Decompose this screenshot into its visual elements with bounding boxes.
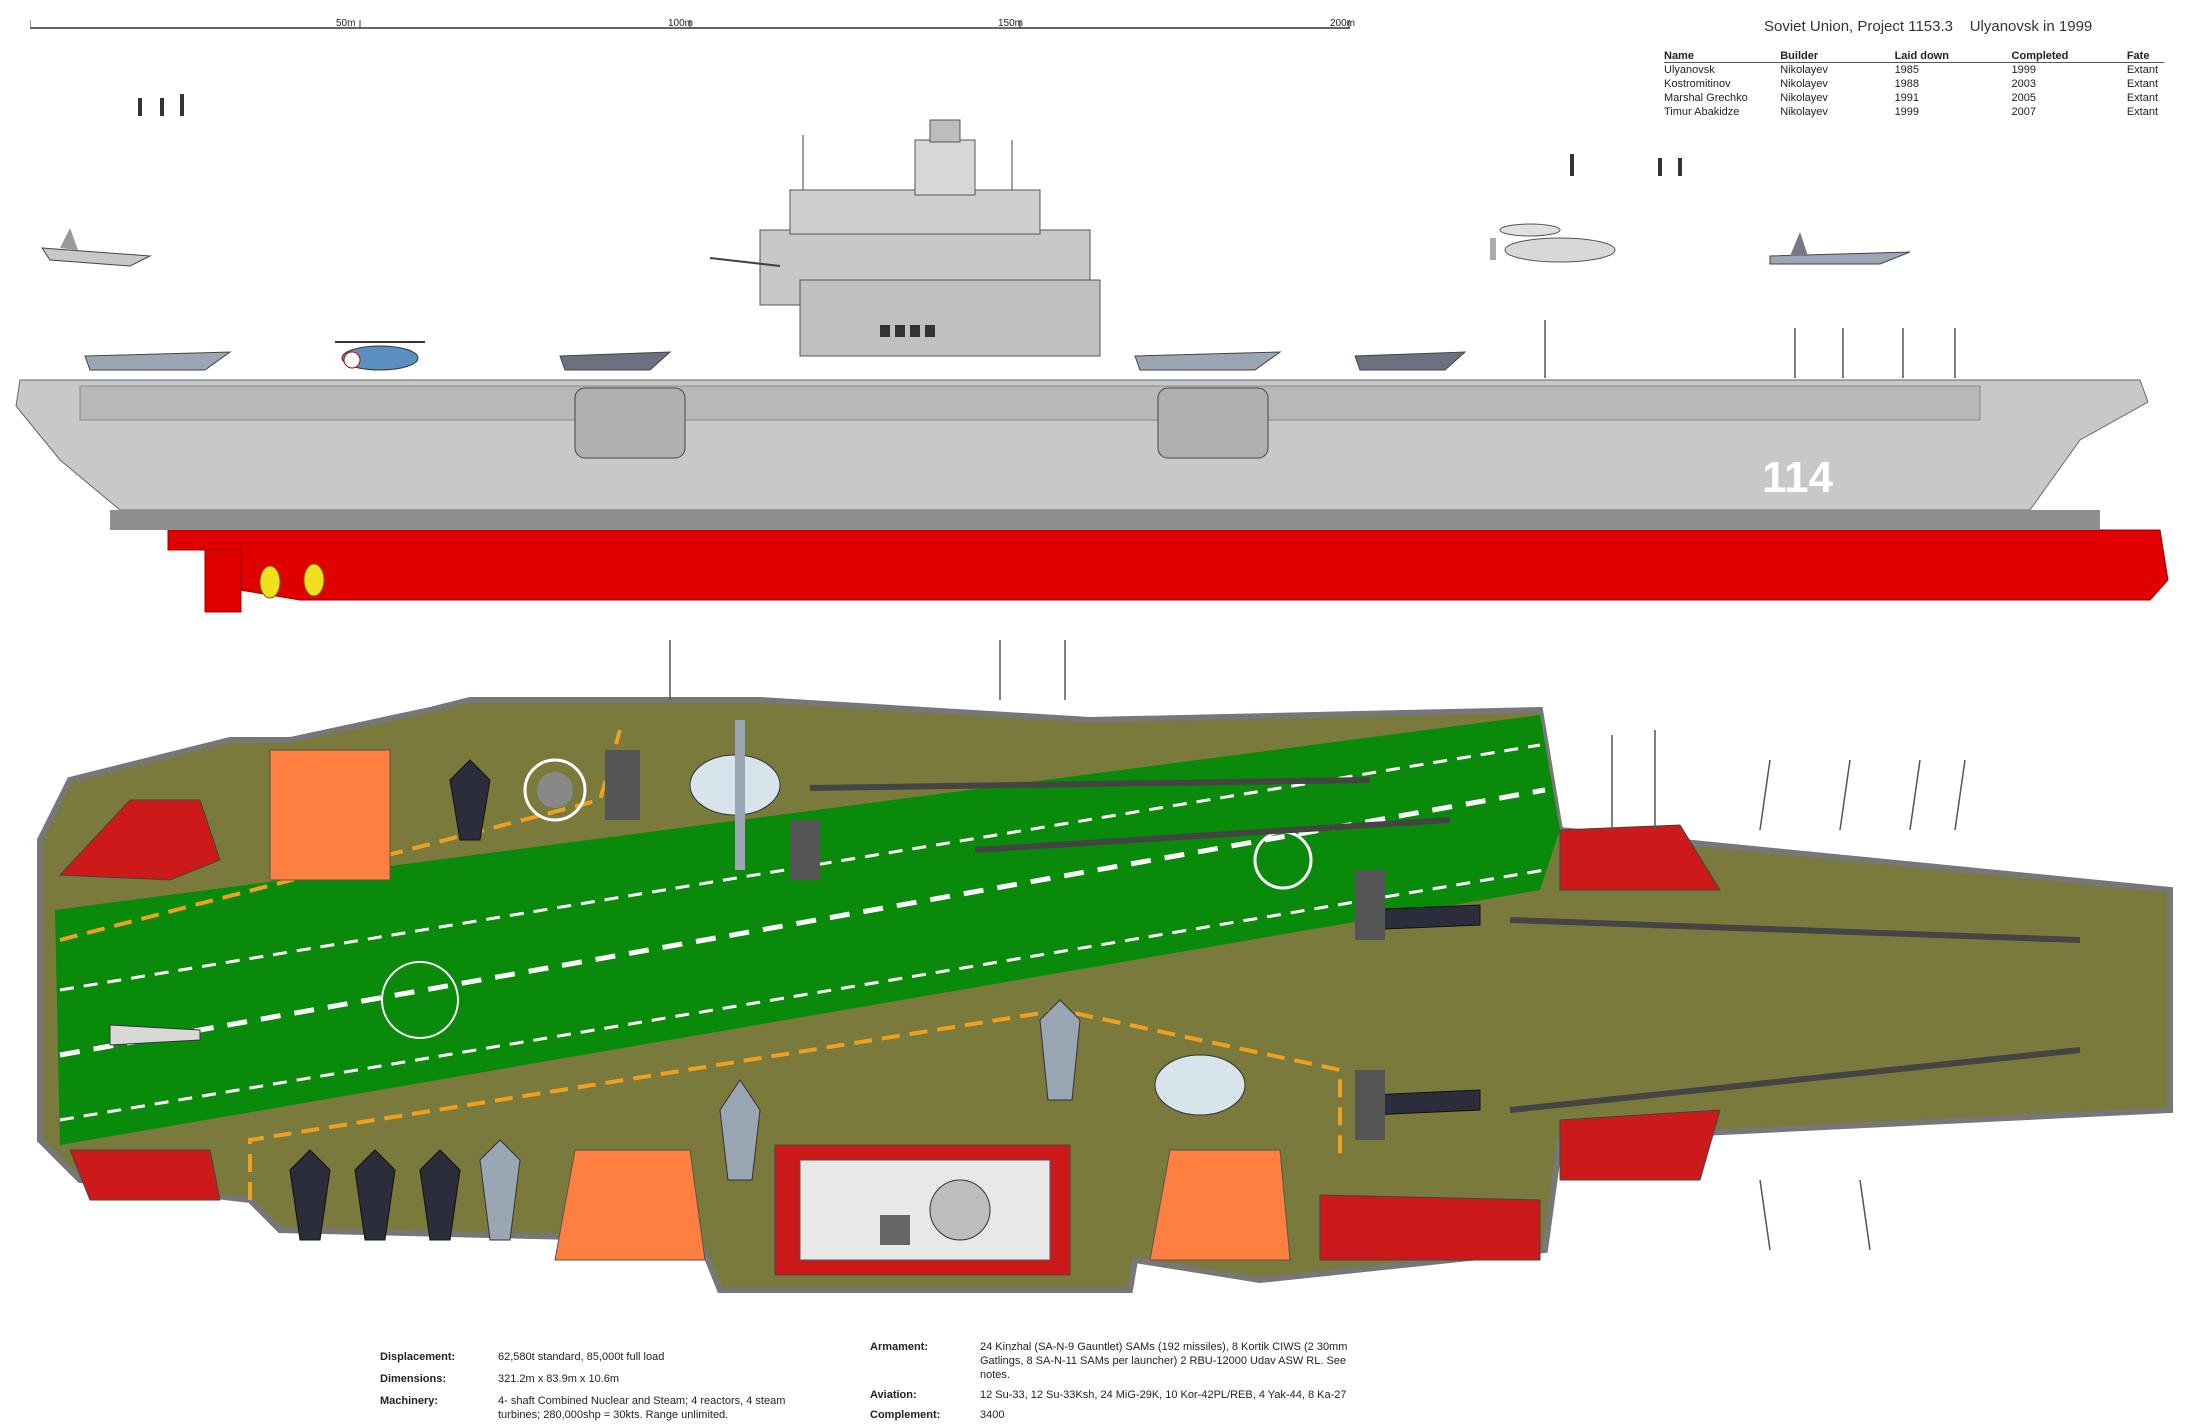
table-cell: 2003	[2011, 78, 2037, 90]
table-cell: Marshal Grechko	[1664, 92, 1748, 104]
deck-elevator	[554, 1149, 706, 1261]
runway-centerline	[59, 787, 1546, 1058]
table-row: Marshal Grechko Nikolayev 1991 2005 Exta…	[1664, 91, 2164, 105]
table-row: Ulyanovsk Nikolayev 1985 1999 Extant	[1664, 63, 2164, 78]
angled-runway	[55, 715, 1560, 1145]
spec-row-displacement: Displacement: 62,580t standard, 85,000t …	[380, 1350, 850, 1364]
table-cell: Ulyanovsk	[1664, 64, 1715, 76]
aircraft-yak44-profile-icon	[1490, 223, 1616, 263]
spec-label: Dimensions:	[380, 1373, 447, 1385]
spec-row-complement: Complement: 3400	[870, 1408, 1350, 1422]
ships-table: Name Builder Laid down Completed Fate Ul…	[1664, 50, 2164, 119]
table-cell: 1985	[1894, 64, 1920, 76]
hangar-band	[79, 385, 1981, 421]
table-cell: Nikolayev	[1780, 78, 1828, 90]
spec-value: 62,580t standard, 85,000t full load	[498, 1351, 665, 1363]
table-cell: Nikolayev	[1780, 64, 1828, 76]
column-header: Fate	[2126, 50, 2164, 63]
hull-underwater-red	[167, 529, 2169, 601]
side-elevator	[574, 387, 686, 459]
aircraft-su33-profile-icon	[1769, 232, 1911, 265]
spec-label: Complement:	[870, 1409, 941, 1421]
table-cell: 1999	[2011, 64, 2037, 76]
hull-number: 114	[1762, 453, 1834, 502]
title-ship: Ulyanovsk in 1999	[1969, 18, 2093, 35]
scale-bar	[29, 0, 1350, 34]
column-header: Completed	[2011, 50, 2127, 63]
hull-boot-topping	[110, 510, 2100, 530]
table-cell: 1999	[1894, 106, 1920, 118]
spec-value: 321.2m x 83.9m x 10.6m	[498, 1373, 620, 1385]
island-top-view	[774, 1144, 1071, 1276]
table-cell: 1991	[1894, 92, 1920, 104]
helipad-marking	[523, 758, 587, 822]
specs-left: Displacement: 62,580t standard, 85,000t …	[380, 1350, 850, 1422]
spec-value: 12 Su-33, 12 Su-33Ksh, 24 MiG-29K, 10 Ko…	[980, 1389, 1347, 1401]
spec-label: Machinery:	[380, 1395, 439, 1407]
table-cell: Nikolayev	[1780, 106, 1828, 118]
aircraft-yak141-profile-icon	[41, 228, 152, 267]
side-profile-drawing: 114	[15, 94, 2169, 613]
scale-label-50m: 50m	[336, 18, 356, 29]
deck-helicopter-ka27-icon	[335, 341, 425, 371]
column-header: Name	[1664, 50, 1781, 63]
table-cell: Timur Abakidze	[1664, 106, 1740, 118]
scale-label-100m: 100m	[668, 18, 694, 29]
blast-deflector	[605, 750, 1385, 1140]
table-cell: Kostromitinov	[1664, 78, 1731, 90]
ships-table-header-row: Name Builder Laid down Completed Fate	[1664, 50, 2164, 63]
scale-label-150m: 150m	[998, 18, 1024, 29]
deck-aircraft-yak44-top-icon	[689, 720, 1246, 1116]
column-header: Laid down	[1894, 50, 2012, 63]
page-title: Soviet Union, Project 1153.3 Ulyanovsk i…	[1764, 18, 2092, 35]
spec-label: Displacement:	[380, 1351, 456, 1363]
table-cell: 2005	[2011, 92, 2037, 104]
spec-row-aviation: Aviation: 12 Su-33, 12 Su-33Ksh, 24 MiG-…	[870, 1388, 1350, 1402]
table-row: Kostromitinov Nikolayev 1988 2003 Extant	[1664, 77, 2164, 91]
ordnance-icon	[138, 94, 1682, 176]
table-cell: Extant	[2126, 64, 2158, 76]
scale-label-200m: 200m	[1330, 18, 1356, 29]
spec-label: Aviation:	[870, 1389, 917, 1401]
table-cell: Extant	[2126, 78, 2158, 90]
table-cell: Nikolayev	[1780, 92, 1828, 104]
runway-edge-line	[59, 868, 1546, 1122]
column-header: Builder	[1780, 50, 1895, 63]
deck-elevator	[269, 749, 391, 881]
deck-edge-antennas	[669, 640, 1966, 1251]
spec-row-armament: Armament: 24 Kinzhal (SA-N-9 Gauntlet) S…	[870, 1340, 1350, 1382]
deck-aircraft-su33-icon	[84, 351, 1467, 371]
table-cell: Extant	[2126, 92, 2158, 104]
deck-safety-line	[59, 729, 622, 942]
flight-deck-plan	[37, 640, 2173, 1293]
spec-value: 24 Kinzhal (SA-N-9 Gauntlet) SAMs (192 m…	[980, 1341, 1348, 1381]
deck-aircraft-top-icon	[289, 759, 1481, 1241]
rudder	[204, 549, 242, 613]
spec-value: 3400	[980, 1409, 1005, 1421]
table-row: Timur Abakidze Nikolayev 1999 2007 Extan…	[1664, 105, 2164, 119]
table-cell: Extant	[2126, 106, 2158, 118]
side-elevator	[1157, 387, 1269, 459]
landing-circle-marking	[381, 961, 459, 1039]
spec-row-dimensions: Dimensions: 321.2m x 83.9m x 10.6m	[380, 1372, 850, 1386]
weapon-sponson	[58, 799, 1721, 1261]
spec-value: 4- shaft Combined Nuclear and Steam; 4 r…	[498, 1395, 786, 1421]
spec-label: Armament:	[870, 1341, 929, 1353]
table-cell: 2007	[2011, 106, 2037, 118]
catapult-track	[809, 777, 2081, 1113]
island-superstructure	[709, 119, 1101, 357]
spec-row-machinery: Machinery: 4- shaft Combined Nuclear and…	[380, 1394, 850, 1422]
table-cell: 1988	[1894, 78, 1920, 90]
scale-bar-graphic	[29, 20, 1350, 29]
specs-right: Armament: 24 Kinzhal (SA-N-9 Gauntlet) S…	[870, 1340, 1350, 1422]
deck-aircraft-top-icon	[109, 999, 1081, 1241]
deck-elevator	[1149, 1149, 1291, 1261]
title-class: Soviet Union, Project 1153.3	[1764, 18, 1954, 35]
deck-antennas	[1544, 320, 1956, 378]
propeller-icon	[259, 563, 325, 599]
